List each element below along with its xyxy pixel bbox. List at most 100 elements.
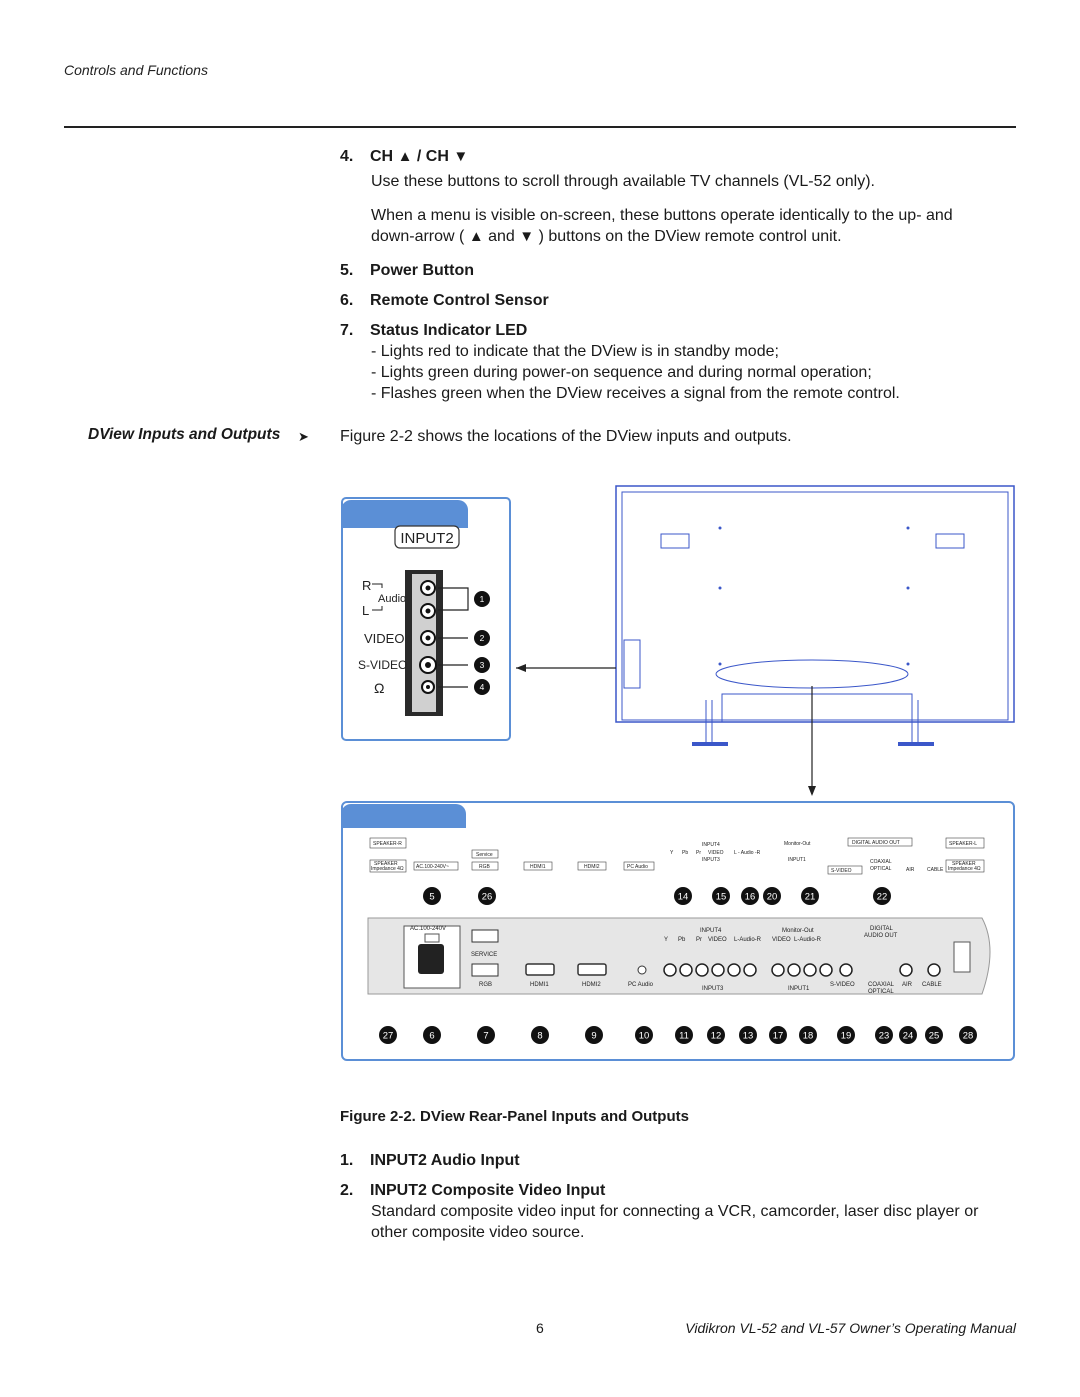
rca-jack	[771, 963, 785, 977]
rca-jack	[819, 963, 833, 977]
callout-18	[799, 1026, 817, 1044]
callout-4	[474, 679, 490, 695]
blbl-input4: INPUT4	[700, 928, 722, 934]
item-title: Status Indicator LED	[370, 322, 528, 339]
item-input2-audio: 1. INPUT2 Audio Input	[340, 1150, 1000, 1171]
item-title: Remote Control Sensor	[370, 292, 549, 309]
lbl-pb: Pb	[682, 850, 688, 856]
callout-13	[739, 1026, 757, 1044]
rca-jack	[695, 963, 709, 977]
blbl-optical: OPTICAL	[868, 989, 894, 995]
lbl-svideo: S-VIDEO	[831, 868, 852, 874]
blbl-input1: INPUT1	[788, 986, 810, 992]
item-title: INPUT2 Audio Input	[370, 1152, 520, 1169]
callout-label-1: 1	[480, 594, 485, 604]
lbl-speaker-imp: SPEAKER	[374, 861, 398, 867]
blbl-hdmi1: HDMI1	[530, 982, 549, 988]
callout-label-6: 6	[429, 1030, 434, 1041]
callout-label-21: 21	[805, 891, 816, 902]
running-header: Controls and Functions	[64, 62, 208, 78]
desc-part: and	[488, 228, 515, 245]
item-ch-buttons: 4.CH ▲ / CH ▼ Use these buttons to scrol…	[340, 146, 1000, 247]
callout-label-23: 23	[879, 1030, 890, 1041]
rca-jack	[787, 963, 801, 977]
callout-21	[801, 887, 819, 905]
blbl-ac: AC.100-240V	[410, 926, 446, 932]
callout-12	[707, 1026, 725, 1044]
callout-26	[478, 887, 496, 905]
arrow-right-icon: ➤	[298, 429, 309, 444]
lbl-rgb: RGB	[479, 864, 491, 870]
callout-17	[769, 1026, 787, 1044]
blbl-monitor-out: Monitor-Out	[782, 928, 814, 934]
callout-22	[873, 887, 891, 905]
blbl-laudior: L-Audio-R	[734, 937, 762, 943]
callout-14	[674, 887, 692, 905]
item-power-button: 5.Power Button	[340, 260, 1000, 281]
label-r: R	[362, 578, 371, 593]
item-input2-video: 2.INPUT2 Composite Video Input Standard …	[340, 1180, 1000, 1243]
callout-label-10: 10	[639, 1030, 650, 1041]
callout-24	[899, 1026, 917, 1044]
header-rule	[64, 126, 1016, 128]
rca-jack	[839, 963, 853, 977]
callout-20	[763, 887, 781, 905]
blbl-input3: INPUT3	[702, 986, 724, 992]
label-svideo: S-VIDEO	[358, 658, 407, 672]
lbl-input1: INPUT1	[788, 857, 806, 863]
callout-16	[741, 887, 759, 905]
callout-3	[474, 657, 490, 673]
desc-part: ) buttons on the DView remote control un…	[538, 228, 842, 245]
led-line: - Flashes green when the DView receives …	[371, 385, 900, 402]
callout-label-17: 17	[773, 1030, 784, 1041]
blbl-coaxial: COAXIAL	[868, 982, 895, 988]
callout-1	[474, 591, 490, 607]
callout-label-12: 12	[711, 1030, 722, 1041]
lbl-cable: CABLE	[927, 867, 944, 873]
callout-label-26: 26	[482, 891, 493, 902]
lbl-video: VIDEO	[708, 850, 724, 856]
up-triangle-icon: ▲	[468, 228, 484, 245]
callout-label-13: 13	[743, 1030, 754, 1041]
blbl-hdmi2: HDMI2	[582, 982, 601, 988]
callout-10	[635, 1026, 653, 1044]
callout-8	[531, 1026, 549, 1044]
rca-jack	[711, 963, 725, 977]
callout-5	[423, 887, 441, 905]
lbl-speaker-r: SPEAKER-R	[373, 841, 402, 847]
callout-label-18: 18	[803, 1030, 814, 1041]
up-triangle-icon: ▲	[397, 148, 413, 165]
item-title-sep: / CH	[416, 148, 449, 165]
rca-jack	[679, 963, 693, 977]
lbl-speaker-imp-r2: Impedance 4Ω	[948, 866, 981, 872]
lbl-input3: INPUT3	[702, 857, 720, 863]
item-number: 2.	[340, 1182, 354, 1199]
callout-label-3: 3	[480, 660, 485, 670]
item-number: 4.	[340, 148, 354, 165]
callout-6	[423, 1026, 441, 1044]
callout-15	[712, 887, 730, 905]
tv-rear-outline	[615, 485, 1015, 746]
callout-28	[959, 1026, 977, 1044]
callout-7	[477, 1026, 495, 1044]
lbl-monitor-out: Monitor-Out	[784, 841, 811, 847]
lbl-ac: AC.100-240V~	[416, 864, 449, 870]
callout-23	[875, 1026, 893, 1044]
rca-jack	[927, 963, 941, 977]
callout-25	[925, 1026, 943, 1044]
lbl-speaker-imp-r: SPEAKER	[952, 861, 976, 867]
lbl-y: Y	[670, 850, 674, 856]
blbl-video: VIDEO	[708, 937, 727, 943]
callout-9	[585, 1026, 603, 1044]
callout-label-25: 25	[929, 1030, 940, 1041]
lbl-pc-audio: PC Audio	[627, 864, 648, 870]
blbl-service: SERVICE	[471, 952, 497, 958]
rear-panel: SPEAKER-R SPEAKER Impedance 4Ω AC.100-24…	[341, 801, 1015, 1061]
item-number: 1.	[340, 1152, 354, 1169]
callout-label-9: 9	[591, 1030, 596, 1041]
intro-text: Figure 2-2 shows the locations of the DV…	[340, 428, 792, 445]
callout-label-28: 28	[963, 1030, 974, 1041]
lbl-speaker-l: SPEAKER-L	[949, 841, 977, 847]
callout-label-7: 7	[483, 1030, 488, 1041]
